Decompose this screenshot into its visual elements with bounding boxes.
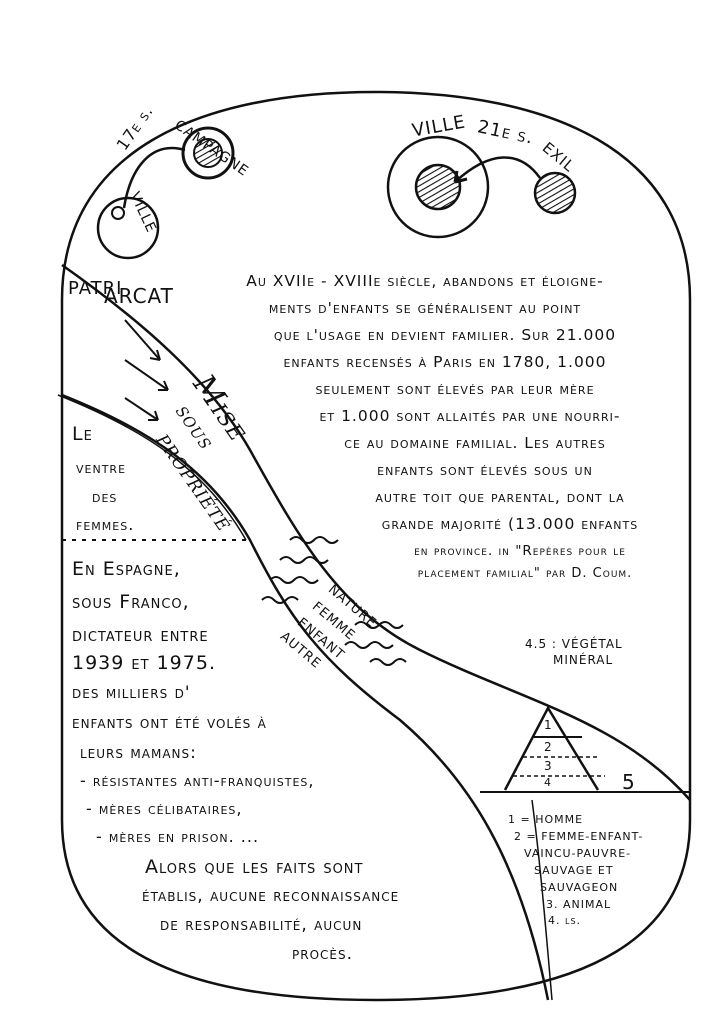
main-text-line: autre toit que parental, dont la (375, 488, 625, 506)
main-text-line: enfants recensés à Paris en 1780, 1.000 (283, 353, 607, 371)
main-text-line: Au XVIIe - XVIIIe siècle, abandons et él… (246, 272, 604, 290)
legend-line: SAUVAGE ET (534, 864, 614, 877)
conclusion-line: Alors que les faits sont (145, 856, 364, 878)
pyramid-level-2: 2 (544, 740, 553, 754)
main-text-line: enfants sont élevés sous un (377, 461, 593, 479)
main-text-line: que l'usage en devient familier. Sur 21.… (273, 326, 617, 344)
ville-circle (96, 196, 160, 260)
arcat-label: ARCAT (104, 284, 174, 308)
espagne-line: - résistantes anti-franquistes, (80, 771, 315, 790)
espagne-line: sous Franco, (72, 591, 190, 613)
mineral-note: MINÉRAL (553, 653, 614, 667)
pyramid-level-1: 1 (544, 718, 553, 732)
espagne-line: En Espagne, (72, 558, 181, 580)
espagne-line: enfants ont été volés à (72, 713, 267, 733)
band-upper-line (61, 263, 691, 801)
outer-oval (60, 90, 692, 1002)
ventre-line-2: ventre (76, 458, 127, 477)
conclusion-line: procès. (292, 944, 354, 964)
espagne-line: des milliers d' (72, 683, 191, 703)
legend-line: 2 = FEMME-ENFANT- (514, 830, 644, 843)
pyramid-level-4: 4 (544, 776, 552, 789)
ventre-line-4: femmes. (76, 515, 135, 534)
espagne-line: leurs mamans: (80, 743, 197, 763)
main-text-line: seulement sont élevés par leur mère (315, 380, 595, 398)
ventre-line-3: des (92, 487, 118, 506)
vegetal-note: 4.5 : VÉGÉTAL (525, 637, 623, 651)
conclusion-line: de responsabilité, aucun (160, 915, 363, 935)
espagne-line: - mères célibataires, (86, 799, 243, 818)
main-text-line: ce au domaine familial. Les autres (344, 434, 606, 452)
espagne-line: 1939 et 1975. (72, 652, 216, 674)
campagne-circle (181, 126, 235, 180)
legend-line: SAUVAGEON (540, 881, 619, 894)
nature-waves (261, 536, 407, 666)
main-text: Au XVIIe - XVIIIe siècle, abandons et él… (175, 268, 675, 583)
band-lower-line (61, 393, 550, 1001)
main-text-line: grande majorité (13.000 enfants (381, 515, 639, 533)
main-text-line: en province. in "Repères pour le (414, 543, 626, 559)
exil-circle (533, 171, 577, 215)
pyramid (503, 705, 600, 791)
ville-21-circle (386, 135, 490, 239)
patri-label: PATRI (68, 278, 123, 299)
espagne-line: dictateur entre (72, 624, 209, 646)
legend-line: 3. ANIMAL (546, 898, 612, 911)
pyramid-level-3: 3 (544, 759, 553, 773)
main-text-line: et 1.000 sont allaités par une nourri- (319, 407, 621, 425)
conclusion-line: établis, aucune reconnaissance (142, 886, 400, 906)
pyramid-level-5: 5 (622, 770, 636, 794)
legend-line: 1 = HOMME (508, 813, 584, 826)
legend-line: 4. ls. (548, 914, 582, 927)
main-text-line: ments d'enfants se généralisent au point (268, 299, 582, 317)
legend-line: VAINCU-PAUVRE- (524, 847, 632, 860)
espagne-line: - mères en prison. ... (96, 827, 260, 846)
ventre-line-1: Le (72, 423, 93, 445)
main-text-line: placement familial" par D. Coum. (417, 566, 633, 581)
